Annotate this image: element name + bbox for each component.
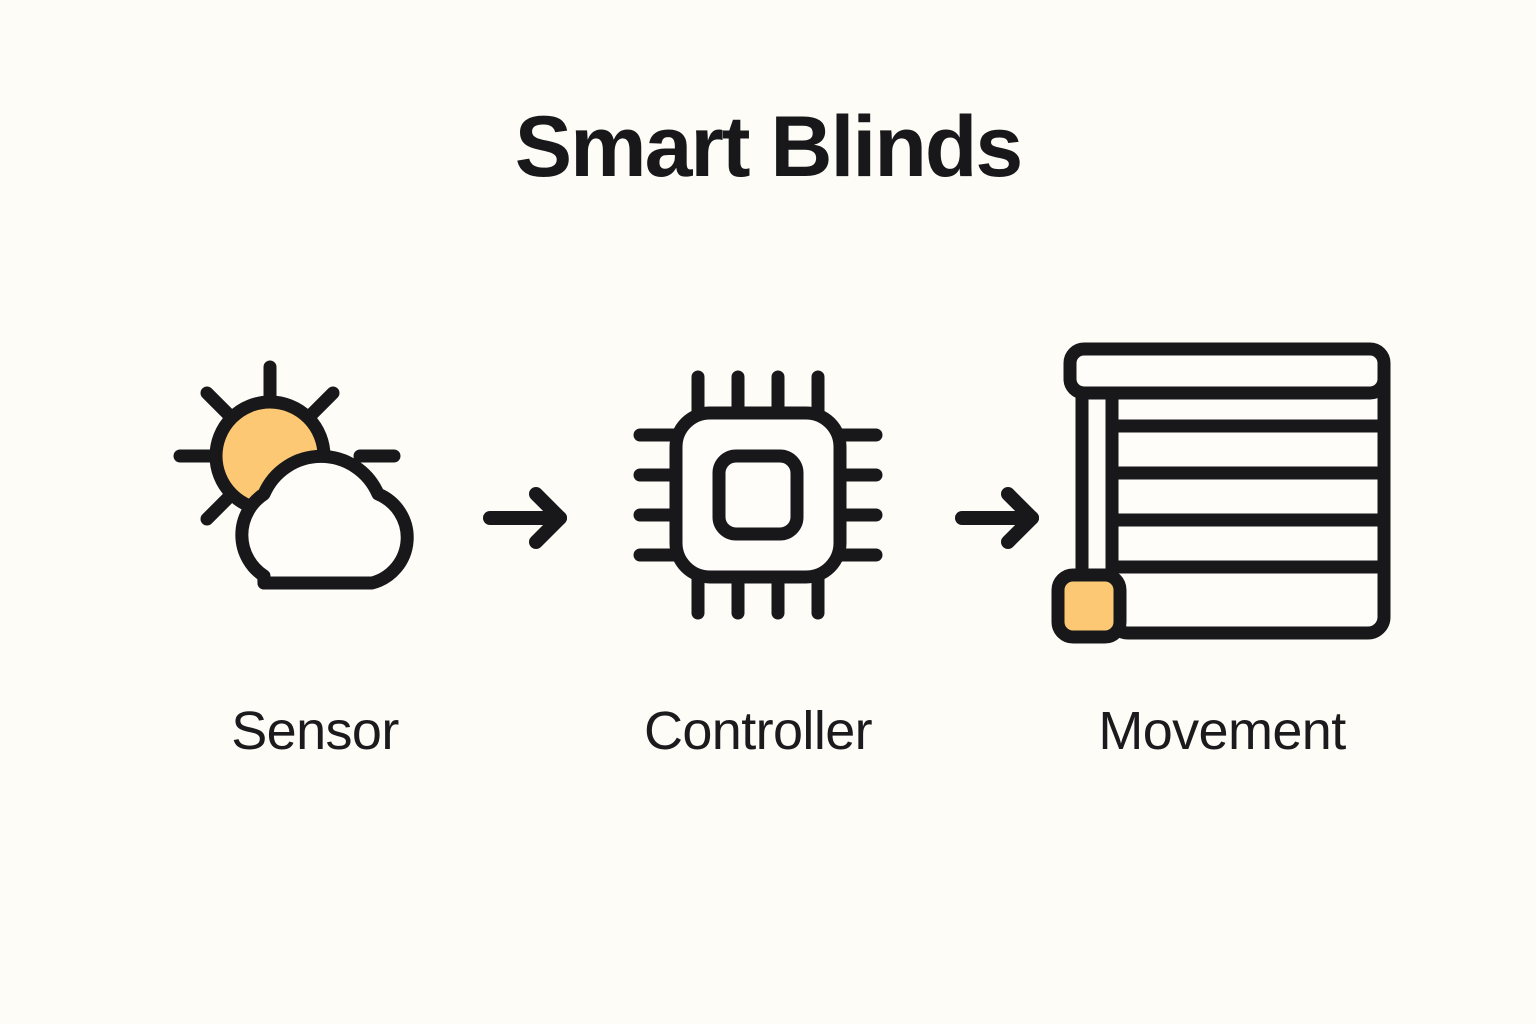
flow-step-sensor — [140, 340, 480, 680]
microchip-icon — [588, 340, 928, 650]
window-blinds-icon — [1051, 340, 1398, 650]
flow-labels: Sensor Controller Movement — [0, 704, 1536, 794]
sun-behind-cloud-icon — [140, 340, 480, 650]
process-flow — [0, 340, 1536, 680]
arrow-right-icon-1 — [480, 482, 576, 554]
blind-pull-handle-icon — [1051, 568, 1127, 644]
page-title: Smart Blinds — [514, 99, 1023, 195]
flow-step-label-movement: Movement — [1098, 701, 1346, 761]
arrow-right-icon-2 — [952, 482, 1048, 554]
blind-slats-icon — [1112, 419, 1384, 574]
flow-step-controller — [588, 340, 928, 680]
chip-core-icon — [712, 449, 804, 541]
flow-step-movement — [1051, 340, 1398, 680]
blind-body-icon — [1105, 372, 1391, 640]
blind-headrail-icon — [1063, 342, 1391, 400]
sun-rays-icon — [173, 360, 401, 526]
flow-step-label-sensor: Sensor — [231, 701, 399, 761]
flow-step-label-controller: Controller — [643, 701, 873, 761]
cloud-shape-icon — [235, 449, 414, 590]
